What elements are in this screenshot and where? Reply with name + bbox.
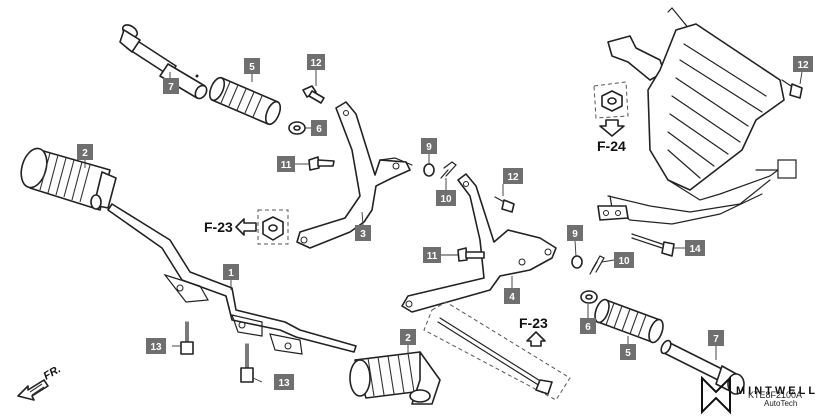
flange-bolt-a xyxy=(302,85,325,104)
nut-f23-left xyxy=(257,209,289,245)
svg-text:1: 1 xyxy=(228,268,234,279)
callout-2-center: 2 xyxy=(400,329,416,345)
callout-2-left: 2 xyxy=(77,144,93,160)
reference-f23-center: F-23 xyxy=(519,315,548,347)
reference-f23-left-label: F-23 xyxy=(204,219,233,235)
svg-text:5: 5 xyxy=(249,62,255,73)
flange-bolt-c xyxy=(240,343,254,383)
svg-text:13: 13 xyxy=(278,378,290,389)
callout-10-right: 10 xyxy=(614,252,634,268)
footpeg-left xyxy=(20,147,117,211)
callout-3: 3 xyxy=(355,225,371,241)
long-bolt-box xyxy=(423,301,571,401)
flange-bolt-b xyxy=(180,321,194,355)
callout-13-lower: 13 xyxy=(274,374,294,390)
reference-f23-center-label: F-23 xyxy=(519,315,548,331)
callout-12-center: 12 xyxy=(503,168,523,184)
flange-bolt-e xyxy=(781,79,803,99)
callout-7-upper: 7 xyxy=(163,78,179,94)
callout-12-right: 12 xyxy=(793,56,813,72)
flange-bolt-d xyxy=(494,196,515,213)
svg-text:11: 11 xyxy=(427,251,438,262)
washer-center xyxy=(423,163,435,177)
pin-bolt-left xyxy=(308,156,335,171)
callout-5-upper: 5 xyxy=(244,58,260,74)
callout-11-left: 11 xyxy=(277,156,295,172)
front-direction-arrow: FR. xyxy=(17,363,63,401)
svg-text:12: 12 xyxy=(797,60,809,71)
svg-text:10: 10 xyxy=(440,194,452,205)
reference-f23-left: F-23 xyxy=(204,218,257,236)
watermark-brand: MINTWELL xyxy=(736,385,818,397)
callout-6-right: 6 xyxy=(580,318,596,334)
callout-10-center: 10 xyxy=(436,190,456,206)
pivot-pin-left xyxy=(119,24,208,100)
callout-1: 1 xyxy=(223,264,239,280)
svg-text:10: 10 xyxy=(618,256,630,267)
washer-right xyxy=(571,255,583,269)
step-bracket-left xyxy=(296,101,413,249)
callout-13-left: 13 xyxy=(146,338,166,354)
callout-4: 4 xyxy=(504,288,520,304)
svg-text:6: 6 xyxy=(585,322,591,333)
svg-text:2: 2 xyxy=(82,148,88,159)
nut-f24: F-24 xyxy=(593,81,629,154)
svg-text:6: 6 xyxy=(316,124,322,135)
callout-9-right: 9 xyxy=(567,225,583,241)
svg-text:3: 3 xyxy=(360,229,366,240)
callout-11-center: 11 xyxy=(423,247,441,263)
step-bar xyxy=(107,203,357,355)
footpeg-rubber-left xyxy=(208,76,282,126)
svg-text:5: 5 xyxy=(625,348,631,359)
pin-bolt-center xyxy=(457,247,485,262)
callout-leaders xyxy=(84,70,803,383)
callout-5-right: 5 xyxy=(620,344,636,360)
callout-6-upper: 6 xyxy=(311,120,327,136)
svg-text:13: 13 xyxy=(150,342,162,353)
svg-text:4: 4 xyxy=(509,292,515,303)
washer-left xyxy=(288,121,306,135)
reference-f24-label: F-24 xyxy=(597,138,626,154)
svg-text:12: 12 xyxy=(507,172,519,183)
step-bracket-right xyxy=(401,173,557,313)
footpeg-right xyxy=(349,351,441,405)
svg-text:2: 2 xyxy=(405,333,411,344)
front-direction-label: FR. xyxy=(42,363,63,382)
svg-text:9: 9 xyxy=(572,229,578,240)
callout-7-right: 7 xyxy=(708,330,724,346)
cotter-pin-center xyxy=(440,161,457,179)
diagram-code: KTE8F2100A xyxy=(748,390,802,400)
callout-9-center: 9 xyxy=(421,138,437,154)
svg-text:9: 9 xyxy=(426,142,432,153)
watermark-logo: MINTWELL AutoTech xyxy=(701,375,818,415)
callout-14: 14 xyxy=(685,240,705,256)
footpeg-rubber-right xyxy=(594,298,664,344)
svg-text:14: 14 xyxy=(689,244,701,255)
svg-text:12: 12 xyxy=(310,58,322,69)
flange-bolt-long xyxy=(631,233,675,257)
pivot-pin-right xyxy=(660,339,745,395)
svg-text:7: 7 xyxy=(168,82,174,93)
watermark-sub: AutoTech xyxy=(764,399,797,408)
cotter-pin-right xyxy=(589,255,605,275)
washer-right-lower xyxy=(580,290,598,304)
svg-text:7: 7 xyxy=(713,334,719,345)
svg-text:11: 11 xyxy=(281,160,292,171)
carrier-rack xyxy=(597,7,797,225)
callout-12-upper-left: 12 xyxy=(307,54,325,70)
